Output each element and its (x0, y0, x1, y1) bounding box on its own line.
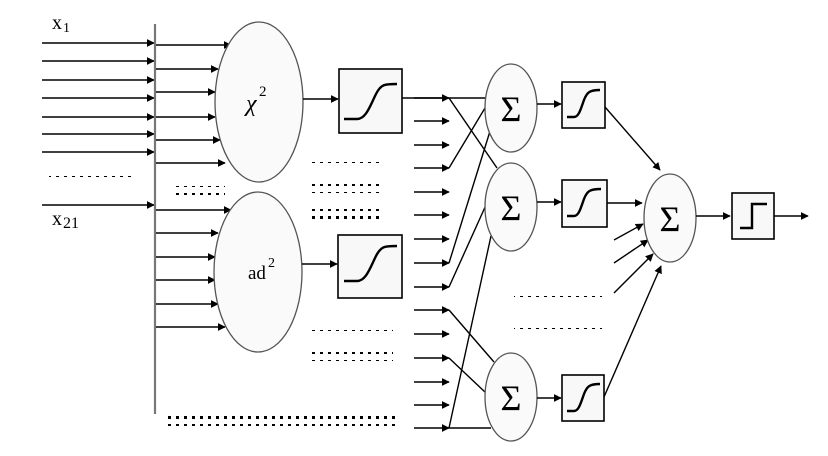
ad2-superscript: 2 (268, 256, 275, 271)
sum-ellipse (484, 352, 538, 442)
ellipsis-dots (165, 416, 395, 419)
hidden-sum-node-1: Σ (484, 63, 538, 153)
connection-line (448, 309, 495, 363)
ellipsis-dots (312, 162, 384, 165)
sum-symbol: Σ (501, 89, 522, 129)
input-label-x21-main: x (52, 208, 62, 230)
ellipsis-dots (49, 181, 135, 184)
step-function-box (731, 192, 775, 240)
ellipsis-dots (165, 356, 227, 359)
connection-arrow (613, 239, 649, 264)
input-label-x21-sub: 21 (63, 215, 79, 232)
ellipsis-dots (165, 388, 395, 391)
input-ellipsis (49, 174, 135, 184)
feature-node-ad2: ad 2 (213, 191, 303, 353)
input-label-x1-sub: 1 (63, 21, 70, 36)
ellipsis-dots (171, 186, 225, 189)
input-label-x21: x 21 (52, 208, 79, 232)
chi2-ellipse (214, 21, 304, 183)
ellipsis-dots (514, 326, 602, 329)
sum-ellipse (643, 173, 697, 263)
connection-line (448, 107, 486, 169)
bus-ellipsis (165, 186, 395, 426)
ellipsis-dots (171, 193, 225, 196)
sum-ellipse (484, 63, 538, 153)
ellipsis-dots (307, 358, 393, 361)
hidden-sum-node-3: Σ (484, 352, 538, 442)
sigmoid-icon (567, 187, 602, 218)
sigmoid-box-ad2 (337, 234, 403, 299)
ellipsis-dots (307, 330, 393, 333)
ellipsis-dots (514, 268, 602, 271)
stage2-connections (402, 97, 498, 429)
hidden-sum-node-2: Σ (484, 162, 538, 252)
ellipsis-dots (514, 275, 602, 278)
connection-line (448, 357, 487, 394)
input-label-x1: x 1 (52, 12, 70, 36)
output-connections (603, 106, 662, 398)
connection-arrow (603, 265, 662, 398)
ellipsis-dots (307, 323, 393, 326)
hidden-sigmoid-box-3 (561, 374, 605, 422)
sum-symbol: Σ (660, 199, 681, 239)
bus-to-ad2-arrows (156, 206, 232, 331)
right-ellipsis (514, 268, 602, 336)
sum-symbol: Σ (501, 378, 522, 418)
hidden-sigmoid-box-1 (561, 81, 606, 129)
connection-arrow (613, 253, 654, 294)
ellipsis-dots (165, 395, 395, 398)
ellipsis-dots (307, 351, 393, 354)
ellipsis-dots (165, 423, 395, 426)
ellipsis-dots (312, 155, 384, 158)
ellipsis-dots (312, 183, 384, 186)
connection-arrow (604, 106, 661, 171)
step-icon (740, 202, 767, 230)
sigmoid-icon (344, 82, 398, 121)
hidden-sigmoid-box-2 (561, 179, 608, 228)
input-arrows (42, 39, 155, 209)
sum-ellipse (484, 162, 538, 252)
connection-line (448, 127, 492, 264)
middle-ellipsis (307, 155, 393, 361)
output-sum-node: Σ (643, 173, 697, 263)
input-label-x1-main: x (52, 12, 62, 34)
ellipsis-dots (312, 216, 384, 219)
connection-line (448, 235, 492, 429)
sigmoid-box (561, 179, 608, 228)
connection-arrow (613, 223, 644, 241)
sigmoid-box-chi2 (338, 68, 403, 134)
chi2-superscript: 2 (259, 84, 267, 100)
stage2-input-arrows (414, 94, 450, 432)
ellipsis-dots (312, 209, 384, 212)
sigmoid-box (338, 68, 403, 134)
ellipsis-dots (49, 174, 135, 177)
ellipsis-dots (514, 301, 602, 304)
sum-symbol: Σ (501, 188, 522, 228)
sigmoid-icon (567, 382, 601, 413)
ad2-ellipse (213, 191, 303, 353)
ellipsis-dots (312, 190, 384, 193)
ellipsis-dots (514, 333, 602, 336)
ellipsis-dots (165, 363, 227, 366)
connection-line (448, 97, 498, 169)
sigmoid-icon (567, 88, 601, 119)
ad2-label: ad (248, 263, 266, 284)
feature-node-chi2: χ 2 (214, 21, 304, 183)
ellipsis-dots (514, 294, 602, 297)
connection-line (448, 204, 487, 288)
sigmoid-icon (344, 244, 398, 283)
bus-to-chi2-arrows (156, 41, 232, 167)
chi2-label: χ (244, 91, 258, 117)
